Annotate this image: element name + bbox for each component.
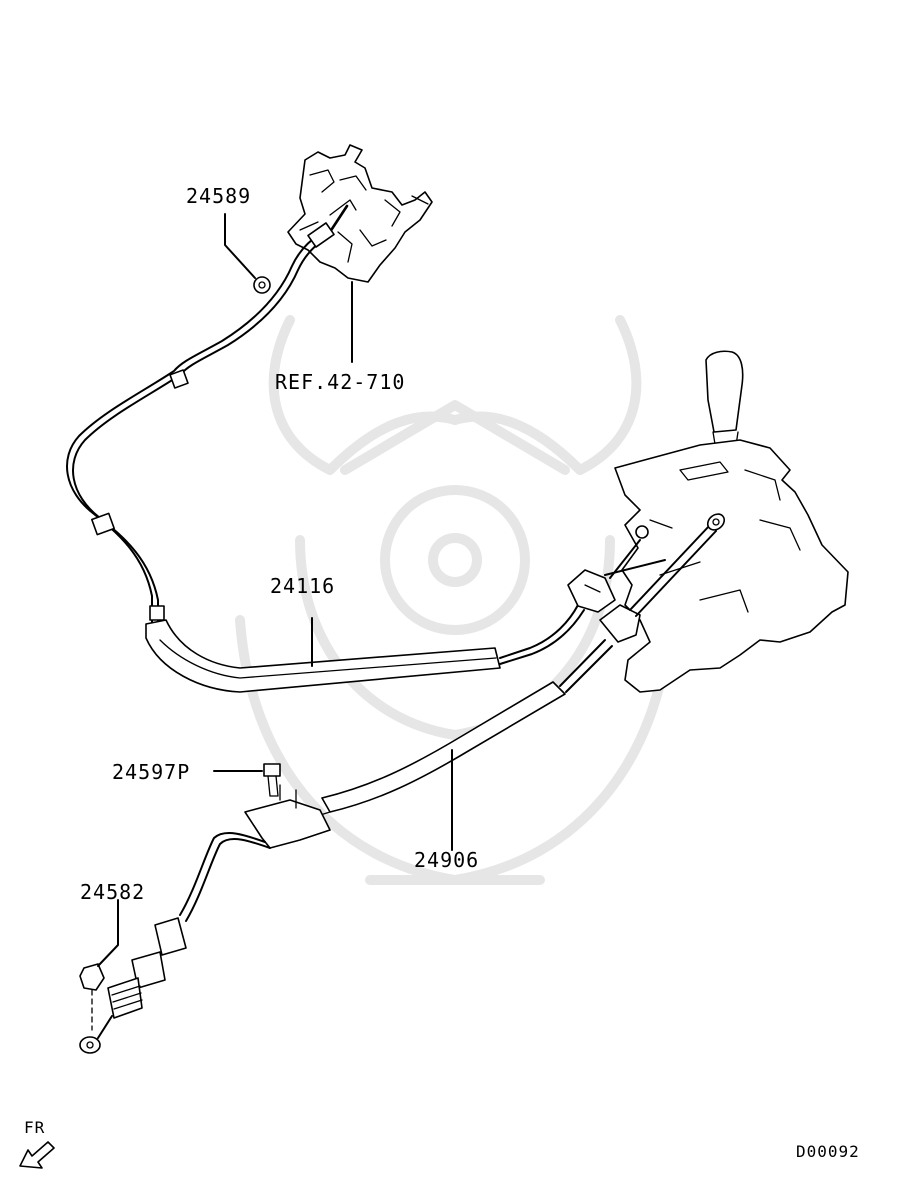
cable-end-connectors bbox=[567, 513, 726, 643]
callout-24589: 24589 bbox=[186, 184, 252, 208]
direction-label: FR bbox=[24, 1118, 46, 1137]
samurai-helmet-watermark bbox=[235, 315, 675, 885]
cable-24116 bbox=[145, 604, 585, 693]
callout-24582: 24582 bbox=[80, 880, 146, 904]
transmission-shifter-housing bbox=[614, 350, 849, 693]
upper-select-cable bbox=[66, 204, 349, 629]
upper-lever-assembly bbox=[287, 144, 433, 363]
front-direction-arrow-icon bbox=[19, 1141, 55, 1169]
lower-lever-end bbox=[79, 832, 271, 1054]
callout-ref-42-710: REF.42-710 bbox=[275, 370, 406, 394]
callout-24116: 24116 bbox=[270, 574, 336, 598]
cable-24906 bbox=[213, 639, 613, 851]
callout-24597p: 24597P bbox=[112, 760, 191, 784]
diagram-code: D00092 bbox=[796, 1142, 860, 1161]
callout-24906: 24906 bbox=[414, 848, 480, 872]
